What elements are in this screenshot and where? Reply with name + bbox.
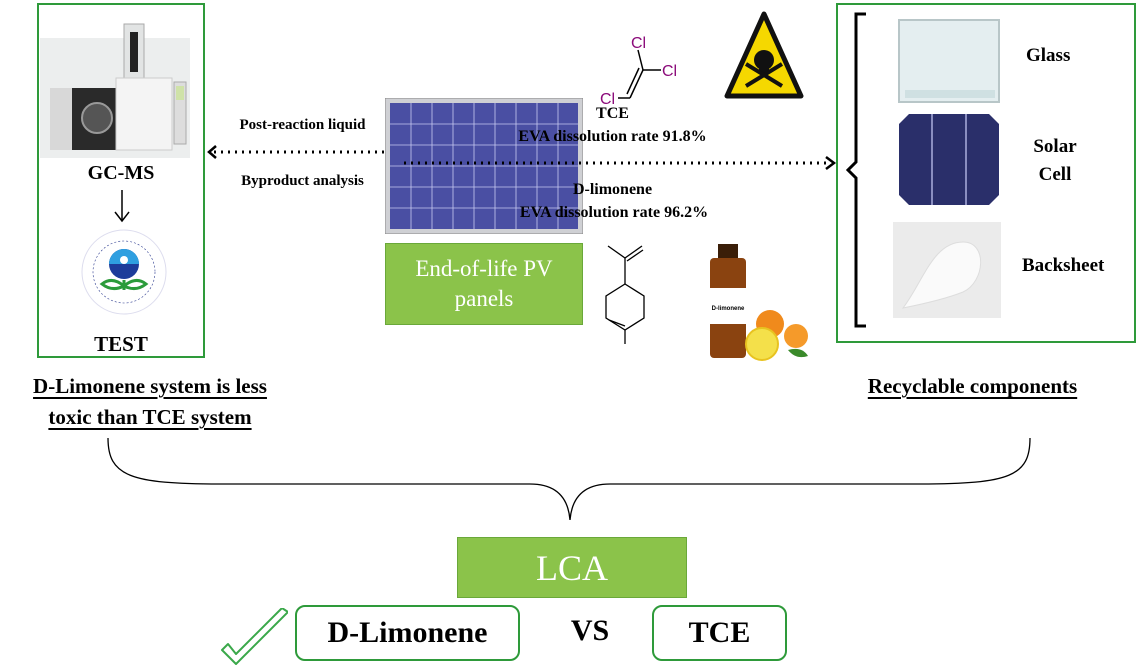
backsheet-image (893, 222, 1001, 318)
glass-image (898, 19, 1000, 103)
vs-label: VS (570, 614, 610, 647)
lca-label: LCA (457, 537, 687, 598)
bottle-label: D-limonene (712, 306, 745, 312)
dotted-arrow-right (404, 156, 837, 170)
backsheet-label: Backsheet (1022, 255, 1105, 276)
recyclable-components-caption: Recyclable components (867, 374, 1078, 398)
epa-logo-icon (81, 229, 167, 315)
chlorine-atom: Cl (662, 63, 677, 80)
toxicity-conclusion: D-Limonene system is less toxic than TCE… (0, 374, 300, 430)
conclusion-line-1: D-Limonene system is less (33, 374, 267, 398)
d-limonene-dissolution-rate: EVA dissolution rate 96.2% (519, 204, 709, 221)
chlorine-atom: Cl (631, 35, 646, 52)
recyclable-components-box (836, 3, 1136, 343)
chlorine-atom: Cl (600, 91, 615, 108)
conclusion-line-2: toxic than TCE system (48, 405, 252, 429)
checkmark-icon (221, 608, 288, 665)
gc-ms-instrument-image (40, 23, 190, 158)
solar-cell-label-line-2: Cell (1038, 164, 1072, 185)
analysis-box (37, 3, 205, 358)
tce-molecule-structure: Cl Cl Cl (600, 35, 677, 108)
option-tce: TCE (652, 605, 787, 661)
d-limonene-label: D-limonene (572, 181, 653, 198)
option-d-limonene: D-Limonene (295, 605, 520, 661)
down-arrow-icon (114, 190, 130, 223)
d-limonene-bottle-image: D-limonene (710, 244, 808, 361)
dotted-arrow-left (207, 145, 384, 159)
recyclable-caption-wrap: Recyclable components (840, 374, 1105, 399)
curly-brace-icon (107, 437, 1031, 521)
solar-cell-label-line-1: Solar (1033, 136, 1077, 157)
toxic-hazard-icon (724, 11, 804, 99)
gc-ms-label: GC-MS (87, 162, 155, 184)
end-of-life-pv-panels-label: End-of-life PV panels (385, 243, 583, 325)
pv-panel-image (385, 98, 583, 234)
limonene-molecule-structure (605, 245, 645, 344)
test-label: TEST (94, 332, 148, 356)
solar-cell-image (899, 114, 999, 205)
bracket-icon (846, 12, 866, 328)
glass-label: Glass (1026, 45, 1071, 66)
tce-label: TCE (596, 105, 629, 122)
post-reaction-liquid-label: Post-reaction liquid (239, 117, 366, 133)
solar-cell-label: Solar Cell (1020, 133, 1090, 189)
byproduct-analysis-label: Byproduct analysis (241, 173, 364, 189)
tce-dissolution-rate: EVA dissolution rate 91.8% (518, 128, 707, 145)
